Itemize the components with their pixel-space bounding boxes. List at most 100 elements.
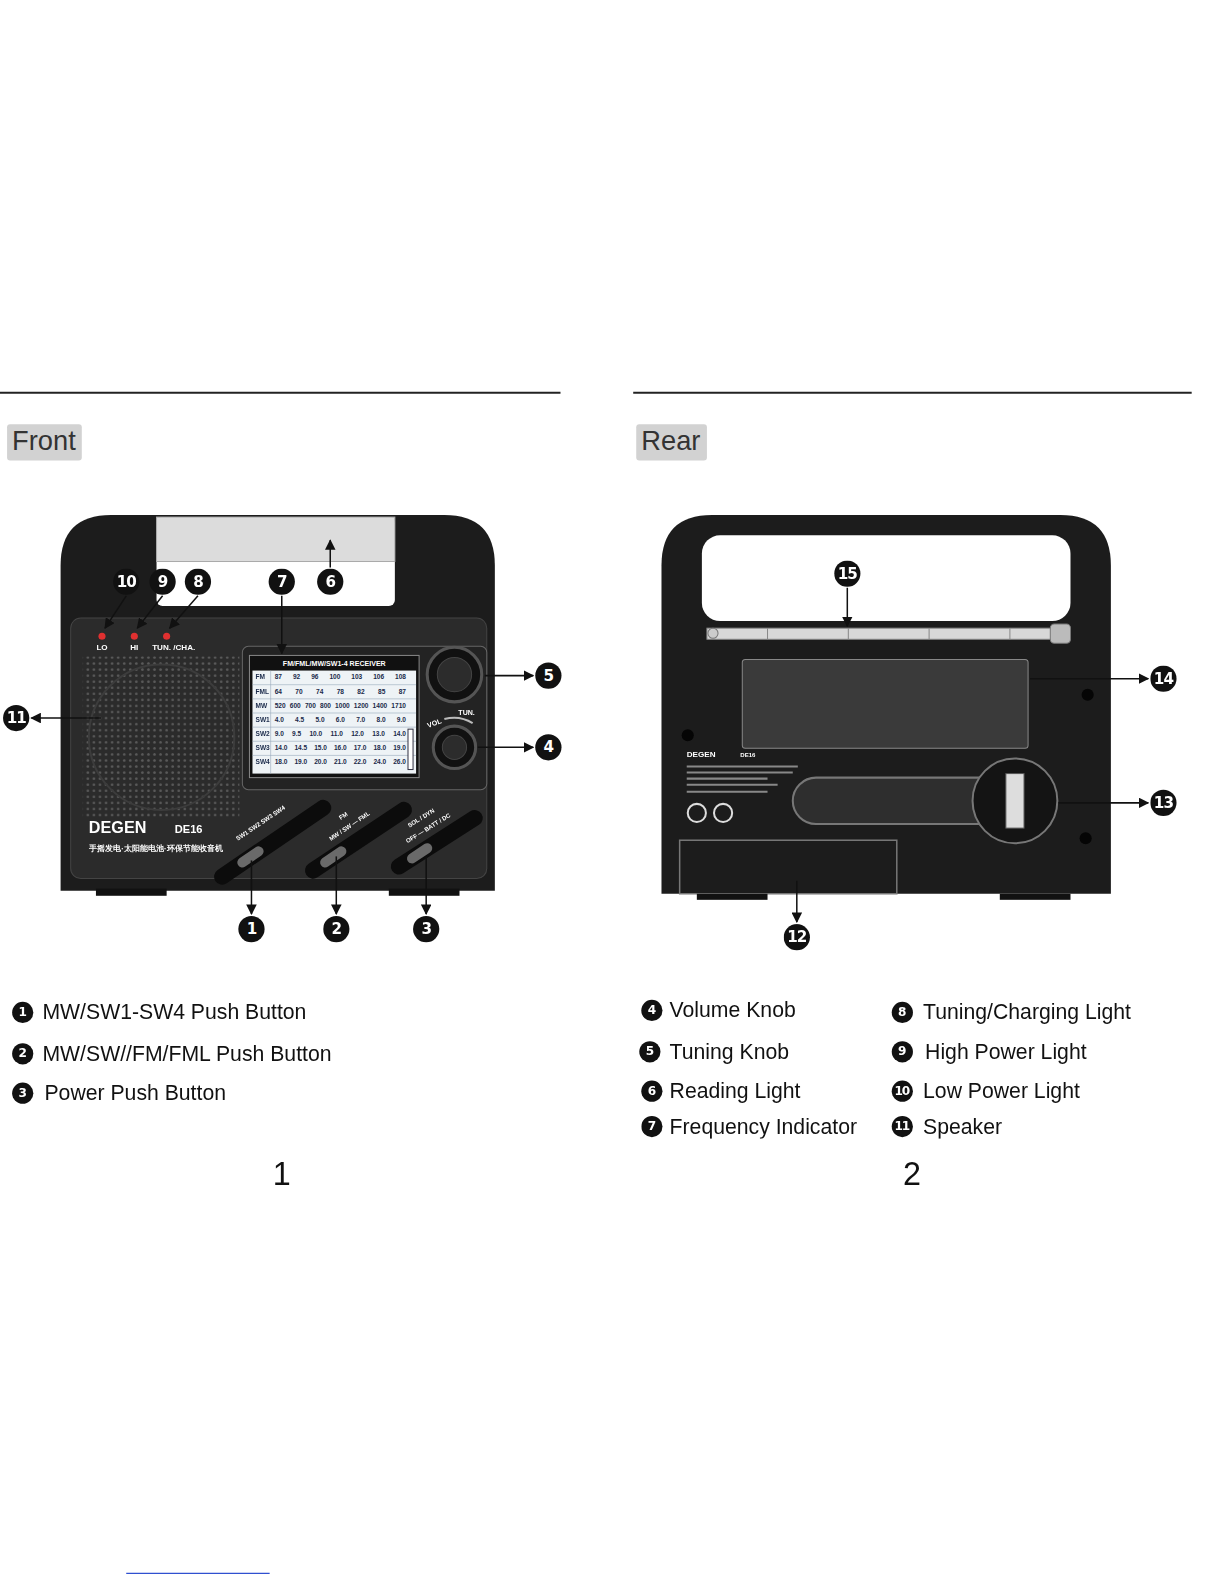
legend-text: MW/SW//FM/FML Push Button [42,1042,331,1065]
radio-front [157,517,395,606]
legend-text: Low Power Light [923,1079,1080,1102]
radio-rear [697,894,768,900]
radio-rear [702,535,1071,621]
radio-rear [661,515,1110,900]
legend-number: 7 [641,1115,662,1136]
legend-number: 3 [12,1082,33,1103]
radio-rear [680,840,897,894]
callout-number: 9 [149,569,175,595]
callout-number: 6 [317,569,343,595]
tab-label: Rear [641,426,700,456]
radio-front [433,726,475,768]
radio-front [252,712,416,713]
panel-text: DE16 [740,752,755,758]
leader-line [425,856,427,914]
panel-text: 手摇发电·太阳能电池·环保节能收音机 [89,845,223,853]
section-tab: Rear [636,424,706,460]
rule-line [126,1573,269,1574]
legend-text: Power Push Button [44,1081,226,1104]
radio-rear [682,729,694,741]
radio-front [89,665,234,810]
radio-front [252,727,416,728]
leader-line [281,596,283,654]
callout-number: 15 [834,560,860,586]
radio-front [427,647,482,702]
radio-rear [688,804,706,822]
radio-rear [687,766,798,768]
page-number: 1 [273,1157,291,1189]
radio-front [325,851,341,862]
radio-front [442,735,466,759]
radio-rear [708,628,718,638]
leader-line [847,588,849,626]
panel-text: LO [96,644,107,652]
callout-number: 3 [413,916,439,942]
panel-text: DE16 [175,824,203,835]
dial-scale: 64 70 74 78 82 85 87 [275,688,406,695]
radio-front [389,889,460,896]
leader-line [485,675,533,677]
legend-number: 2 [12,1043,33,1064]
legend-text: MW/SW1-SW4 Push Button [42,1000,306,1023]
panel-text: HI [130,644,138,652]
radio-rear [687,784,778,786]
legend-text: Tuning/Charging Light [923,1000,1131,1023]
dial-scale: 9.0 9.5 10.0 11.0 12.0 13.0 14.0 [275,731,406,738]
radio-rear [714,804,732,822]
radio-rear [687,791,768,793]
dial-scale: 14.0 14.5 15.0 16.0 17.0 18.0 19.0 [275,745,406,752]
legend-number: 9 [891,1041,912,1062]
radio-front [252,741,416,742]
radio-front [96,889,167,896]
leader-line [251,860,253,914]
radio-front [71,618,487,879]
radio-front [163,633,170,640]
radio-rear [1080,832,1092,844]
callout-number: 5 [535,662,561,688]
radio-rear [687,772,793,774]
tab-label: Front [12,426,76,456]
radio-rear [687,778,768,780]
legend-number: 11 [891,1115,912,1136]
radio-rear [742,659,1028,748]
radio-front [313,810,404,871]
rule-line [0,393,1192,1574]
radio-rear [1006,774,1024,829]
radio-front [98,633,105,640]
callout-number: 8 [185,569,211,595]
callout-number: 13 [1150,790,1176,816]
dial-scale: 87 92 96 100 103 106 108 [275,674,406,681]
radio-front [249,655,419,777]
leader-line [796,881,798,922]
panel-text: TUN. [458,708,475,715]
radio-rear [767,628,768,639]
leader-line [105,596,126,628]
radio-front [437,657,471,691]
radio-front [242,851,258,862]
panel-text: TUN. /CHA. [152,644,195,652]
dial-band: FM [256,674,265,681]
callout-number: 12 [784,924,810,950]
dial-band: MW [256,703,268,710]
dial-scale: 18.0 19.0 20.0 21.0 22.0 24.0 26.0 [275,759,406,766]
leader-line [137,596,162,628]
radio-rear [973,758,1058,843]
radio-rear [1082,689,1094,701]
legend-text: Tuning Knob [670,1040,789,1063]
radio-rear [1009,628,1010,639]
callout-number: 7 [269,569,295,595]
radio-front [444,718,472,723]
dial-scale: 4.0 4.5 5.0 6.0 7.0 8.0 9.0 [275,717,406,724]
section-tab: Front [7,424,82,460]
panel-text: DEGEN [89,820,146,836]
legend-text: High Power Light [925,1040,1087,1063]
radio-front [157,517,395,561]
radio-front [83,656,240,818]
callout-number: 11 [3,705,29,731]
radio-front [252,755,416,756]
callout-number: 4 [535,734,561,760]
legend-number: 6 [641,1080,662,1101]
callout-number: 14 [1150,666,1176,692]
rule-line [633,392,1191,394]
radio-front [61,515,495,891]
